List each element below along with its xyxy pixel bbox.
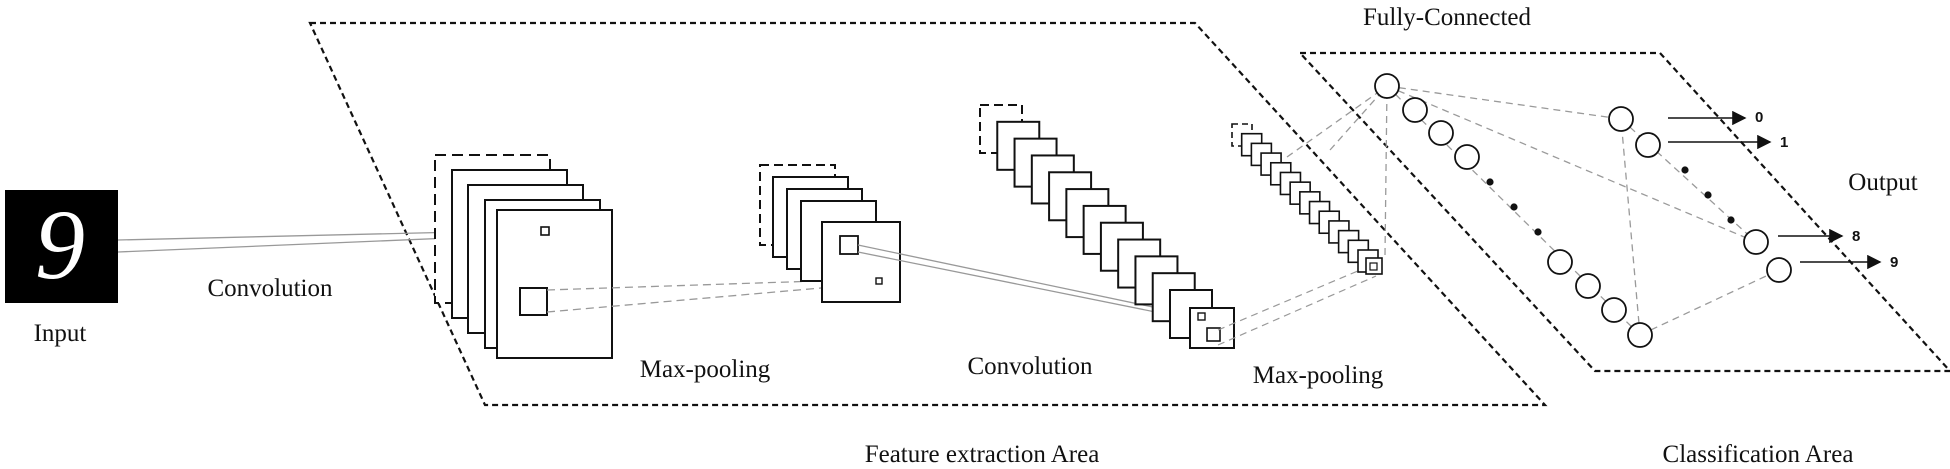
feature-extraction-region xyxy=(308,21,1548,407)
fc-neuron xyxy=(1428,120,1454,146)
fc-neuron xyxy=(1374,73,1400,99)
output-arrows xyxy=(1668,110,1882,270)
conv2-stack xyxy=(979,104,1235,349)
feature-extraction-area-label: Feature extraction Area xyxy=(865,441,1100,468)
pool2-kernel xyxy=(1369,262,1378,271)
fc-neuron xyxy=(1547,249,1573,275)
ellipsis-dot xyxy=(1681,166,1689,174)
pool1-stack xyxy=(759,164,901,303)
input-digit: 9 xyxy=(35,189,85,300)
fc-neuron xyxy=(1575,273,1601,299)
max-pooling-label-2: Max-pooling xyxy=(1253,362,1384,389)
output-label-9: 9 xyxy=(1890,254,1898,271)
convolution-label-1: Convolution xyxy=(207,275,333,302)
conv2-pool2-lines xyxy=(1217,264,1377,346)
pool2-stack xyxy=(1231,123,1383,275)
fc-connection xyxy=(1286,85,1388,158)
fc-connection xyxy=(1386,85,1757,243)
fc-connection xyxy=(1384,85,1388,256)
output-label-0: 0 xyxy=(1755,109,1763,126)
pool1-conv2-lines xyxy=(857,244,1206,323)
output-label: Output xyxy=(1848,169,1918,196)
fully-connected-layer xyxy=(1286,73,1792,348)
fc-connection xyxy=(1639,269,1780,336)
fully-connected-label: Fully-Connected xyxy=(1363,4,1532,31)
conv2-kernel-large xyxy=(1206,327,1221,342)
fc-connection xyxy=(1620,118,1641,336)
ellipsis-dot xyxy=(1486,178,1494,186)
ellipsis-dot xyxy=(1510,203,1518,211)
output-neuron xyxy=(1635,132,1661,158)
output-label-8: 8 xyxy=(1852,228,1860,245)
ellipsis-dot xyxy=(1704,191,1712,199)
fc-connection xyxy=(1386,85,1622,120)
fc-neuron xyxy=(1627,322,1653,348)
output-neuron xyxy=(1743,229,1769,255)
ellipsis-dot xyxy=(1534,228,1542,236)
conv2-kernel-small xyxy=(1197,312,1206,321)
input-label: Input xyxy=(34,320,87,347)
input-image: 9 xyxy=(5,189,118,303)
fc-neuron xyxy=(1402,97,1428,123)
output-neuron xyxy=(1608,106,1634,132)
output-neuron xyxy=(1766,257,1792,283)
classification-area-label: Classification Area xyxy=(1663,441,1854,468)
max-pooling-label-1: Max-pooling xyxy=(640,356,771,383)
ellipsis-dot xyxy=(1727,216,1735,224)
conv1-stack xyxy=(434,154,613,359)
convolution-label-2: Convolution xyxy=(967,353,1093,380)
fc-neuron xyxy=(1601,297,1627,323)
fc-neuron xyxy=(1454,144,1480,170)
output-label-1: 1 xyxy=(1780,134,1788,151)
fc-connection xyxy=(1329,85,1388,151)
classification-region xyxy=(1297,51,1950,373)
pool2-front-map xyxy=(1365,257,1383,275)
